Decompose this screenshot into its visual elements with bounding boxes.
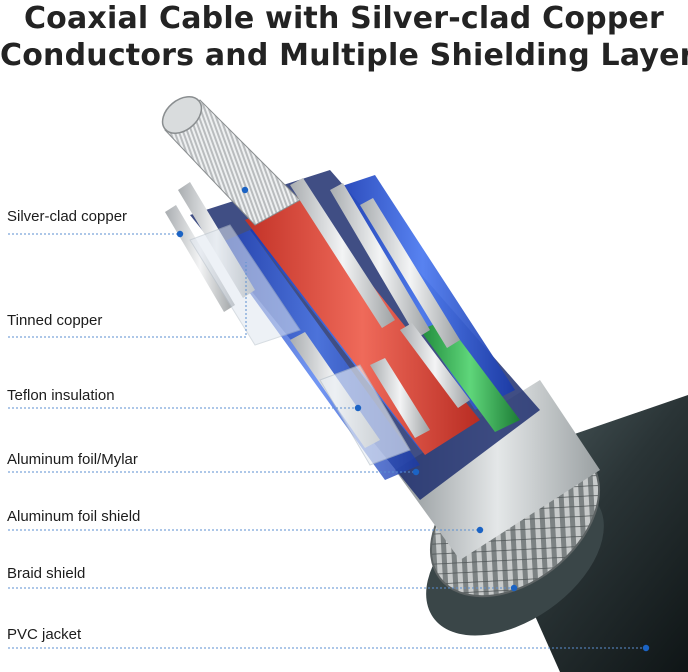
diagram-title: Coaxial Cable with Silver-clad Copper Co… — [0, 0, 688, 74]
center-conductor — [161, 96, 301, 226]
label-aluminum-foil-mylar: Aluminum foil/Mylar — [7, 451, 138, 468]
label-silver-clad-copper: Silver-clad copper — [7, 208, 128, 225]
teflon-tubes — [189, 224, 411, 466]
red-insulation-shape — [245, 195, 480, 455]
label-aluminum-foil-shield: Aluminum foil shield — [7, 508, 141, 525]
label-pvc-jacket: PVC jacket — [7, 626, 82, 643]
foil-shield-shape — [395, 380, 600, 560]
leader-dots — [176, 186, 650, 652]
label-braid-shield: Braid shield — [7, 565, 86, 582]
label-tinned-copper: Tinned copper — [7, 312, 103, 329]
leader-lines — [8, 233, 646, 649]
title-line-2: Conductors and Multiple Shielding Layers — [0, 38, 688, 73]
label-teflon-insulation: Teflon insulation — [7, 387, 115, 404]
green-insulation-shape — [420, 320, 520, 432]
title-line-1: Coaxial Cable with Silver-clad Copper — [23, 1, 665, 36]
